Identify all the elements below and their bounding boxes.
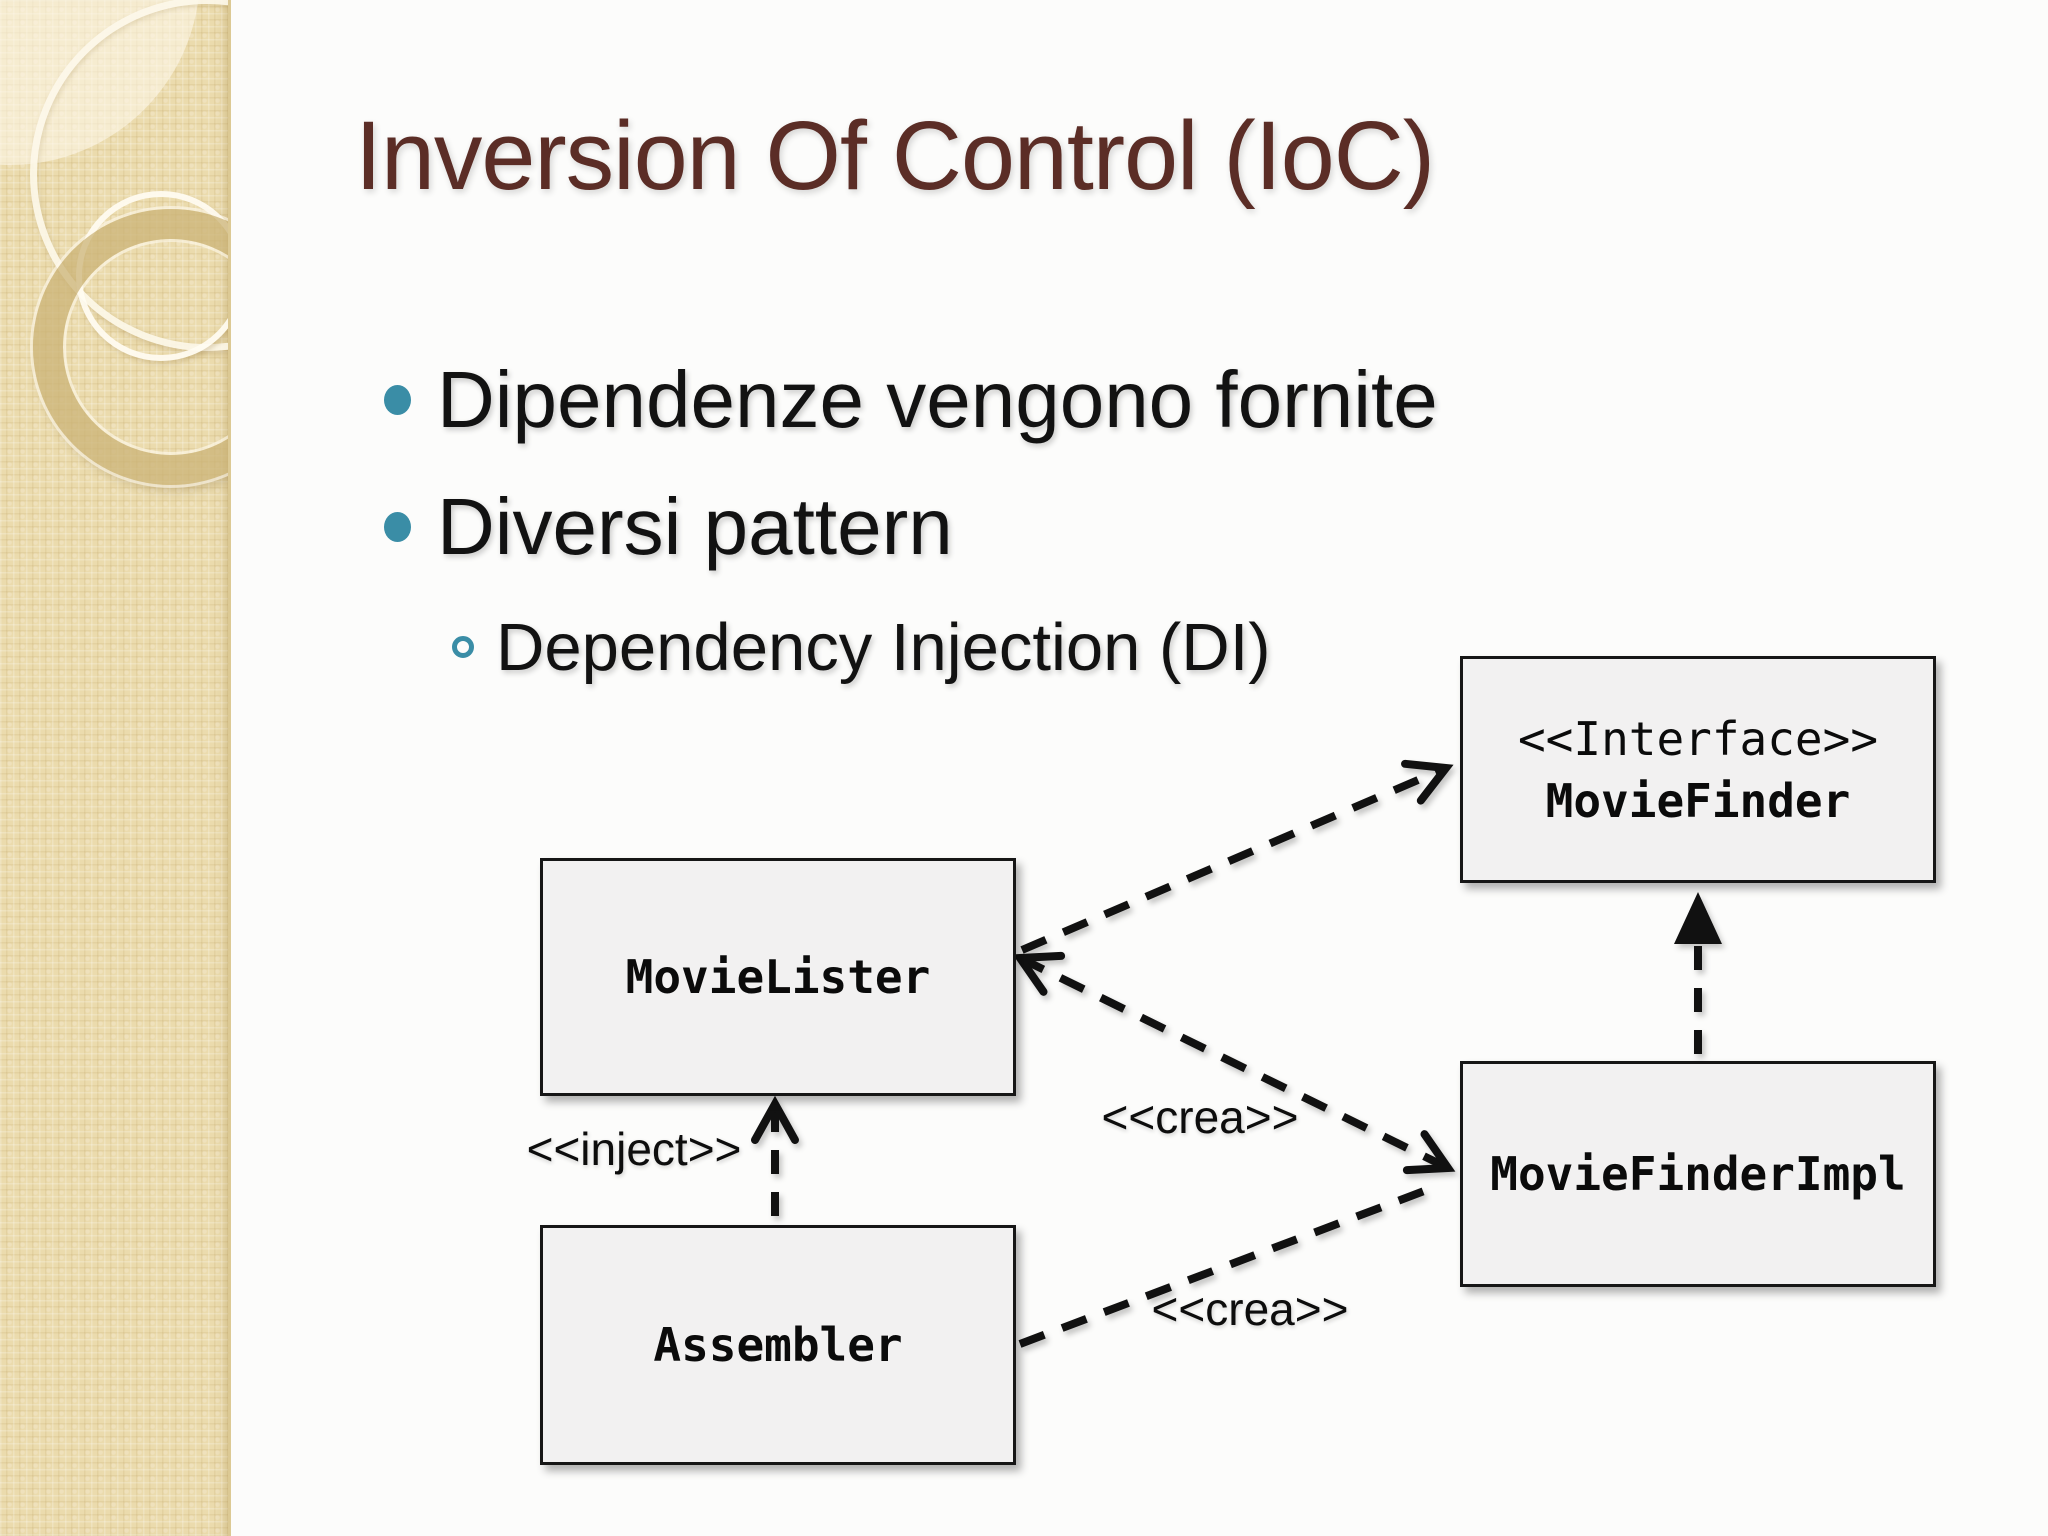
edge-movielister-moviefinderimpl: [1012, 951, 1456, 1175]
edge-label-crea-lower: <<crea>>: [1151, 1283, 1349, 1335]
uml-class-assembler: Assembler: [540, 1225, 1016, 1465]
slide-title: Inversion Of Control (IoC): [355, 101, 1435, 210]
edge-movielister-moviefinder: [1020, 759, 1454, 954]
bullet-dot-icon: [384, 512, 411, 542]
sub-bullet-text: Dependency Injection (DI): [496, 609, 1271, 685]
edge-label-crea-upper: <<crea>>: [1101, 1091, 1299, 1143]
uml-class-moviefinderimpl: MovieFinderImpl: [1460, 1061, 1936, 1287]
bullet-text: Dipendenze vengono fornite: [437, 355, 1438, 444]
edge-assembler-moviefinderimpl: [1018, 1181, 1442, 1348]
bullet-dot-icon: [384, 385, 411, 415]
uml-interface-moviefinder: <<Interface>> MovieFinder: [1460, 656, 1936, 883]
edge-label-inject: <<inject>>: [526, 1123, 742, 1175]
uml-class-movielister: MovieLister: [540, 858, 1016, 1096]
uml-class-name: MovieFinderImpl: [1490, 1147, 1906, 1201]
decorative-sidebar: [0, 0, 231, 1536]
uml-class-name: MovieFinder: [1545, 773, 1851, 828]
bullet-item: Diversi pattern: [384, 479, 953, 575]
bullet-text: Diversi pattern: [437, 482, 953, 571]
bullet-item: Dipendenze vengono fornite: [384, 352, 1438, 448]
uml-class-name: MovieLister: [625, 950, 931, 1004]
uml-stereotype: <<Interface>>: [1517, 711, 1879, 766]
sub-bullet-item: Dependency Injection (DI): [452, 607, 1271, 687]
bullet-circle-icon: [452, 636, 474, 658]
uml-class-name: Assembler: [653, 1318, 903, 1372]
